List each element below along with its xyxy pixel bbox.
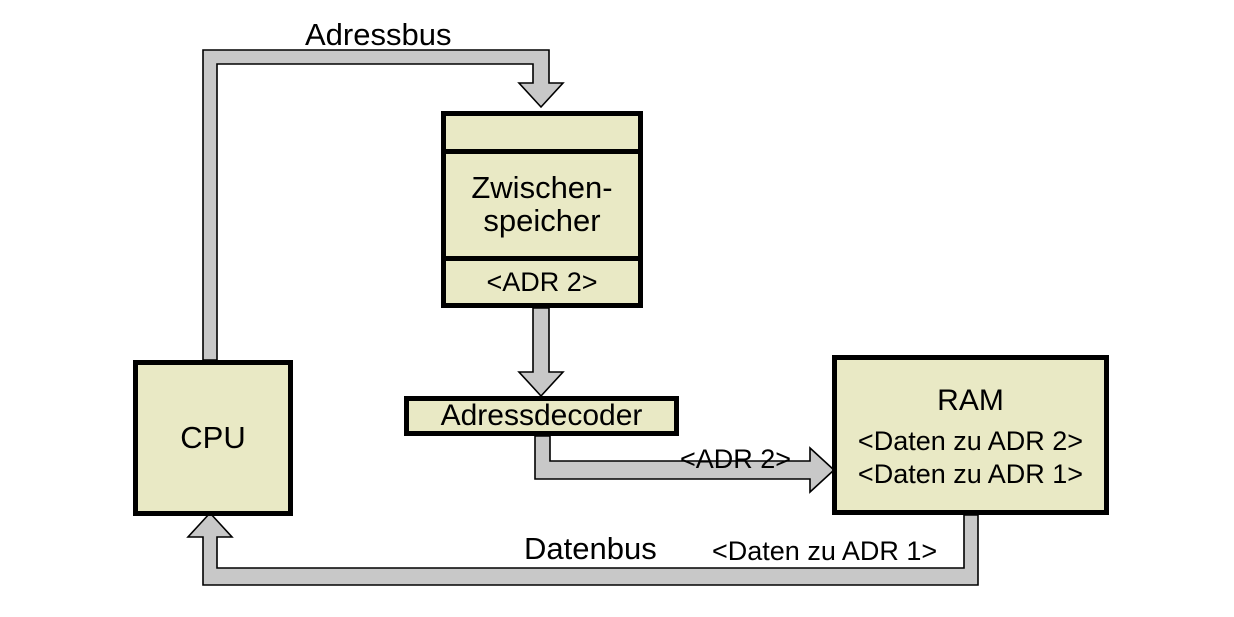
- address-bus-arrow: [202, 49, 565, 361]
- buffer-top-cell[interactable]: [446, 116, 638, 154]
- ram-title-label: RAM: [937, 383, 1004, 417]
- data-bus-label: Datenbus: [524, 531, 657, 566]
- buffer-address-label: <ADR 2>: [486, 266, 598, 297]
- buffer-main-label: Zwischen- speicher: [471, 170, 613, 238]
- ram-data-line-1: <Daten zu ADR 2>: [857, 426, 1084, 457]
- buffer-to-decoder-arrow: [517, 307, 565, 398]
- adressdecoder-label: Adressdecoder: [440, 399, 643, 433]
- data-bus-payload-label: <Daten zu ADR 1>: [712, 536, 938, 566]
- decoder-to-ram-label: <ADR 2>: [680, 444, 792, 474]
- ram-data-line-2: <Daten zu ADR 1>: [857, 459, 1084, 490]
- cpu-label: CPU: [180, 419, 246, 455]
- node-cpu[interactable]: CPU: [133, 360, 293, 516]
- node-adressdecoder[interactable]: Adressdecoder: [404, 396, 679, 436]
- node-ram[interactable]: RAM <Daten zu ADR 2> <Daten zu ADR 1>: [832, 355, 1109, 515]
- decoder-to-ram-arrow: [534, 435, 836, 494]
- node-zwischenspeicher[interactable]: Zwischen- speicher <ADR 2>: [441, 111, 643, 308]
- buffer-address-cell[interactable]: <ADR 2>: [446, 261, 638, 303]
- buffer-main-cell[interactable]: Zwischen- speicher: [446, 154, 638, 261]
- address-bus-label: Adressbus: [305, 17, 452, 52]
- data-bus-arrow: [186, 511, 979, 586]
